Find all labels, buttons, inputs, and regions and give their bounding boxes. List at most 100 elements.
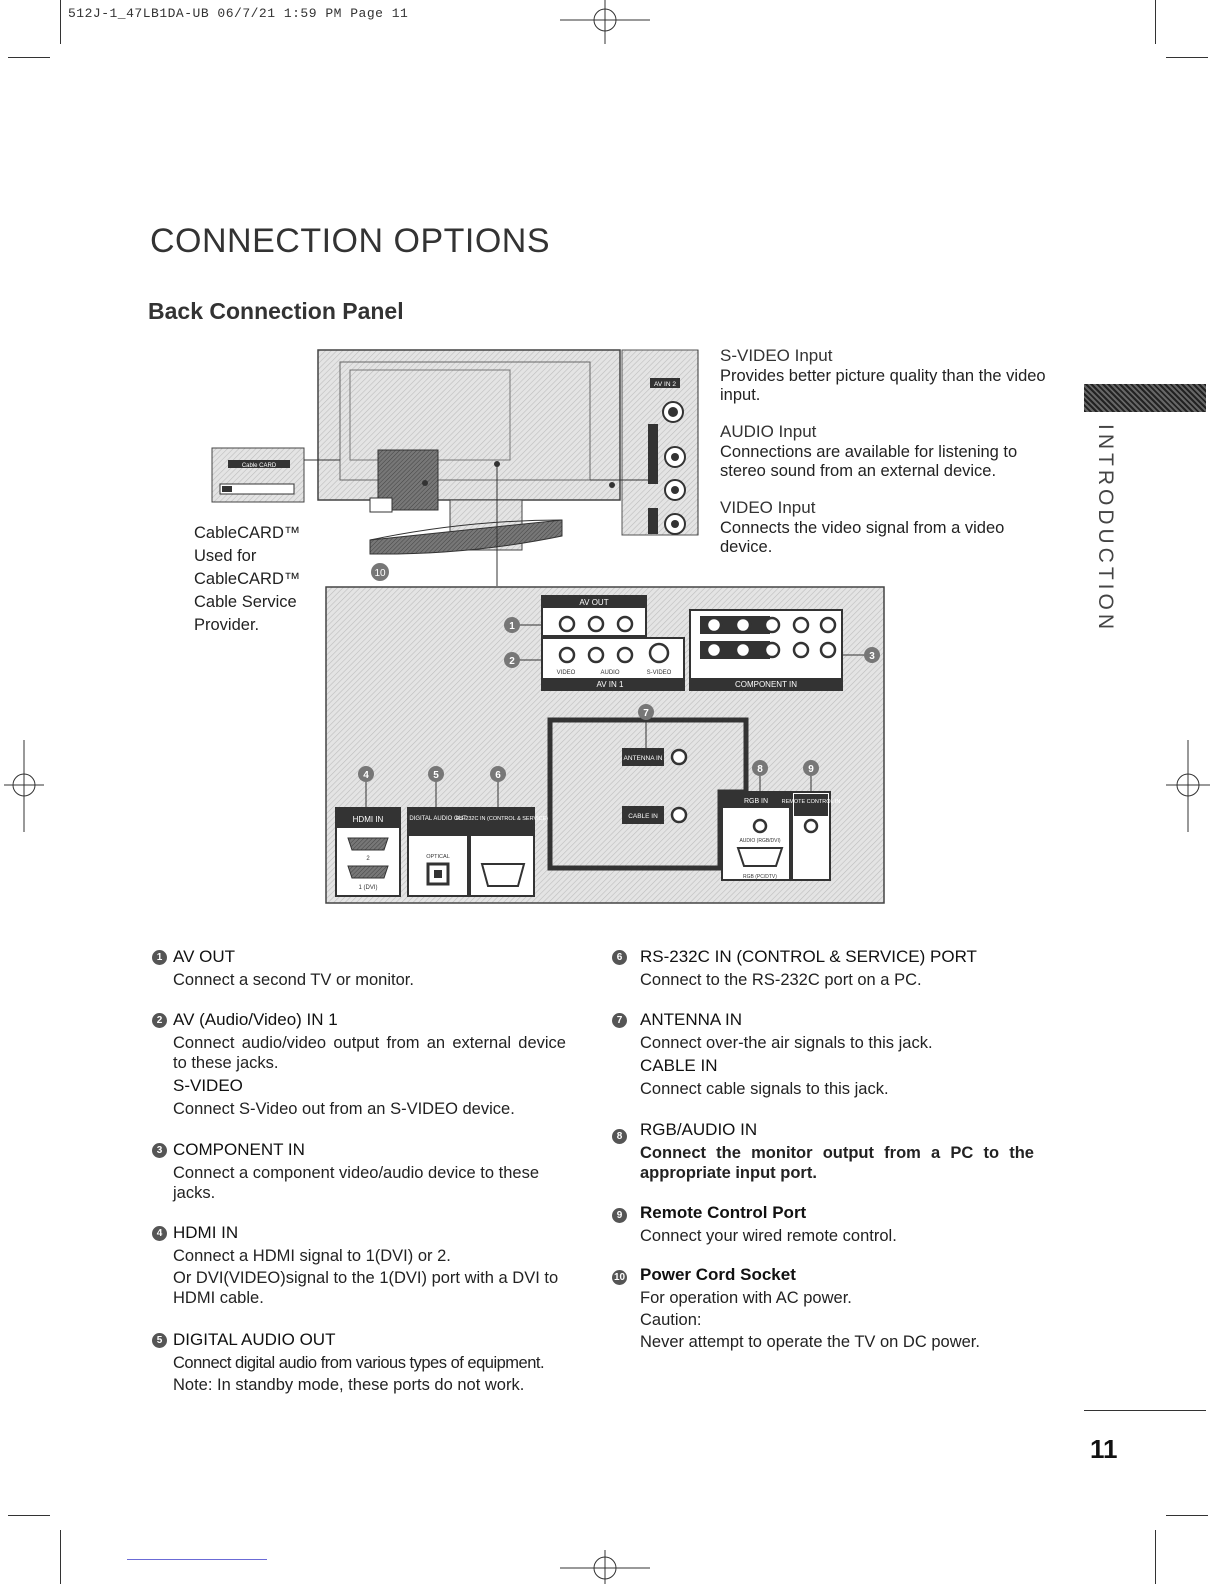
item-subtitle: CABLE IN <box>640 1056 718 1075</box>
item-number-badge: 9 <box>612 1208 627 1223</box>
item-desc: Connect your wired remote control. <box>640 1227 897 1245</box>
item-title: RS-232C IN (CONTROL & SERVICE) PORT <box>640 947 977 966</box>
crop-mark <box>8 57 50 58</box>
registration-mark-icon <box>560 0 650 44</box>
audio-input-note: AUDIO Input Connections are available fo… <box>720 422 1050 481</box>
cablecard-caption-line: Provider. <box>194 616 260 634</box>
audio-input-desc: Connections are available for listening … <box>720 443 1018 480</box>
item-desc: Connect the monitor output from a PC to … <box>640 1144 1034 1182</box>
crop-mark <box>1166 1515 1208 1516</box>
item-av-out: 1 AV OUT Connect a second TV or monitor. <box>152 946 566 990</box>
svg-text:7: 7 <box>643 708 649 719</box>
footer-underline <box>127 1559 267 1560</box>
registration-mark-icon <box>560 1550 650 1584</box>
crop-mark <box>60 0 61 44</box>
item-number-badge: 3 <box>152 1143 167 1158</box>
video-input-desc: Connects the video signal from a video d… <box>720 519 1005 556</box>
crop-mark <box>1155 1530 1156 1584</box>
rgb-pc-dtv-label: RGB (PC/DTV) <box>743 874 777 880</box>
remote-control-in-label: REMOTE CONTROL IN <box>782 799 841 805</box>
item-desc: Connect over-the air signals to this jac… <box>640 1034 933 1052</box>
item-av-in1: 2 AV (Audio/Video) IN 1 Connect audio/vi… <box>152 1009 566 1119</box>
hdmi-1-dvi-label: 1 (DVI) <box>358 885 377 891</box>
side-av-in2-panel: AV IN 2 <box>590 349 699 536</box>
item-title: HDMI IN <box>173 1223 239 1242</box>
item-desc: Never attempt to operate the TV on DC po… <box>640 1333 980 1351</box>
cable-in-label: CABLE IN <box>628 813 658 820</box>
item-title: AV OUT <box>173 947 236 966</box>
item-remote-control-port: 9 Remote Control Port Connect your wired… <box>612 1202 1042 1246</box>
av-out-label: AV OUT <box>579 598 608 607</box>
item-rs232c: 6 RS-232C IN (CONTROL & SERVICE) PORT Co… <box>612 946 1042 990</box>
registration-mark-icon <box>4 740 44 832</box>
item-title: ANTENNA IN <box>640 1010 743 1029</box>
cablecard-slot-label: Cable CARD <box>242 463 277 469</box>
item-title: DIGITAL AUDIO OUT <box>173 1330 336 1349</box>
item-number-badge: 10 <box>612 1270 627 1285</box>
item-desc: Caution: <box>640 1311 702 1329</box>
svideo-input-note: S-VIDEO Input Provides better picture qu… <box>720 346 1050 405</box>
item-hdmi-in: 4 HDMI IN Connect a HDMI signal to 1(DVI… <box>152 1222 566 1308</box>
antenna-in-label: ANTENNA IN <box>623 755 662 762</box>
section-tab-marker <box>1084 384 1206 412</box>
video-input-note: VIDEO Input Connects the video signal fr… <box>720 498 1050 557</box>
item-number-badge: 5 <box>152 1333 167 1348</box>
item-desc: Connect a HDMI signal to 1(DVI) or 2. <box>173 1247 451 1265</box>
component-in-label: COMPONENT IN <box>735 680 797 689</box>
cablecard-caption-line: Cable Service <box>194 593 297 611</box>
footer-rule <box>1084 1410 1206 1411</box>
item-antenna-in: 7 ANTENNA IN Connect over-the air signal… <box>612 1009 1042 1099</box>
hdmi-in-label: HDMI IN <box>353 815 384 824</box>
item-desc: Connect a second TV or monitor. <box>173 971 414 989</box>
item-title: AV (Audio/Video) IN 1 <box>173 1010 338 1029</box>
item-number-badge: 8 <box>612 1129 627 1144</box>
item-rgb-audio-in: 8 RGB/AUDIO IN Connect the monitor outpu… <box>612 1119 1034 1183</box>
registration-mark-icon <box>1166 740 1210 832</box>
cablecard-slot-callout: Cable CARD <box>211 447 340 503</box>
item-desc: Connect a component video/audio device t… <box>173 1164 539 1202</box>
hdmi-2-label: 2 <box>366 856 370 862</box>
cablecard-caption-line: CableCARD™ <box>194 524 301 542</box>
av-in2-label: AV IN 2 <box>654 381 676 388</box>
item-desc: Connect digital audio from various types… <box>173 1354 545 1372</box>
item-title: RGB/AUDIO IN <box>640 1120 758 1139</box>
item-subdesc: Connect S-Video out from an S-VIDEO devi… <box>173 1100 515 1118</box>
item-number-badge: 1 <box>152 950 167 965</box>
rs232c-in-label: RS-232C IN (CONTROL & SERVICE) <box>456 816 548 822</box>
tv-back-illustration <box>317 349 621 555</box>
page-number: 11 <box>1090 1434 1118 1464</box>
item-title: COMPONENT IN <box>173 1140 305 1159</box>
rear-jack-panel: AV OUT VIDEO AUDIO S-VIDEO AV IN 1 COMPO… <box>325 586 885 904</box>
svg-text:3: 3 <box>869 651 875 662</box>
item-desc: Or DVI(VIDEO)signal to the 1(DVI) port w… <box>173 1269 559 1307</box>
cablecard-caption-line: Used for <box>194 547 257 565</box>
audio-input-title: AUDIO Input <box>720 422 817 441</box>
rgb-in-label: RGB IN <box>744 798 768 805</box>
av-in1-video-label: VIDEO <box>557 670 576 676</box>
av-in1-svideo-label: S-VIDEO <box>647 670 672 676</box>
item-digital-audio-out: 5 DIGITAL AUDIO OUT Connect digital audi… <box>152 1329 572 1395</box>
video-input-title: VIDEO Input <box>720 498 816 517</box>
cablecard-caption: CableCARD™ Used for CableCARD™ Cable Ser… <box>194 522 300 637</box>
page-title: CONNECTION OPTIONS <box>150 222 551 260</box>
item-title: Remote Control Port <box>640 1203 807 1222</box>
item-desc: Connect to the RS-232C port on a PC. <box>640 971 922 989</box>
svg-text:4: 4 <box>363 770 369 781</box>
av-in1-audio-label: AUDIO <box>600 670 619 676</box>
svg-text:1: 1 <box>509 621 515 632</box>
back-panel-diagram: Cable CARD AV IN 2 10 AV OUT <box>211 349 885 904</box>
print-header: 512J-1_47LB1DA-UB 06/7/21 1:59 PM Page 1… <box>68 6 409 21</box>
crop-mark <box>1155 0 1156 44</box>
item-number-badge: 4 <box>152 1226 167 1241</box>
crop-mark <box>60 1530 61 1584</box>
item-number-badge: 6 <box>612 950 627 965</box>
item-number-badge: 2 <box>152 1013 167 1028</box>
optical-label: OPTICAL <box>426 854 450 860</box>
svideo-input-title: S-VIDEO Input <box>720 346 833 365</box>
side-tab-label: INTRODUCTION <box>1094 424 1117 633</box>
audio-rgb-dvi-label: AUDIO (RGB/DVI) <box>739 838 780 844</box>
item-subtitle: S-VIDEO <box>173 1076 243 1095</box>
svg-text:5: 5 <box>433 770 439 781</box>
item-subdesc: Connect cable signals to this jack. <box>640 1080 889 1098</box>
item-desc: Connect audio/video output from an exter… <box>173 1034 566 1072</box>
